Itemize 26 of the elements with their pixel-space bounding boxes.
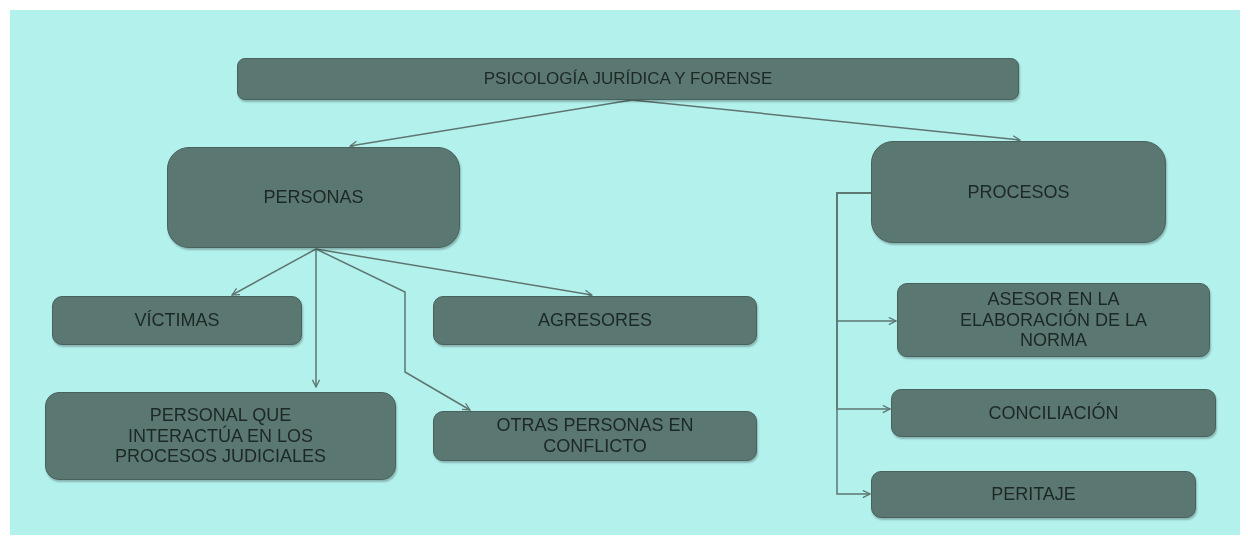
- box-label: CONCILIACIÓN: [988, 402, 1119, 424]
- concept-box: [891, 389, 1216, 437]
- box-label: PROCESOS: [967, 181, 1070, 203]
- box-label: OTRAS PERSONAS EN CONFLICTO: [495, 415, 695, 457]
- arrow: [315, 248, 593, 298]
- arrow: [231, 248, 317, 296]
- box-label: PERSONAL QUE INTERACTÚA EN LOS PROCESOS JUDICIALES: [113, 404, 328, 468]
- concept-box: [433, 296, 757, 345]
- arrow: [349, 99, 633, 149]
- concept-box: [45, 392, 396, 480]
- box-label: AGRESORES: [538, 310, 652, 331]
- box-label: PERITAJE: [991, 484, 1076, 505]
- box-label: VÍCTIMAS: [134, 310, 220, 331]
- arrow: [836, 192, 872, 499]
- arrow: [311, 248, 321, 388]
- concept-box: [433, 411, 757, 461]
- concept-box: [52, 296, 302, 345]
- concept-box: [237, 58, 1019, 100]
- box-label: PERSONAS: [263, 187, 364, 208]
- box-label: ASESOR EN LA ELABORACIÓN DE LA NORMA: [958, 288, 1149, 352]
- concept-box: [871, 471, 1196, 518]
- concept-box: [897, 283, 1210, 357]
- box-label: PSICOLOGÍA JURÍDICA Y FORENSE: [483, 69, 773, 89]
- concept-box: [167, 147, 460, 248]
- concept-box: [871, 141, 1166, 243]
- arrow: [315, 248, 471, 411]
